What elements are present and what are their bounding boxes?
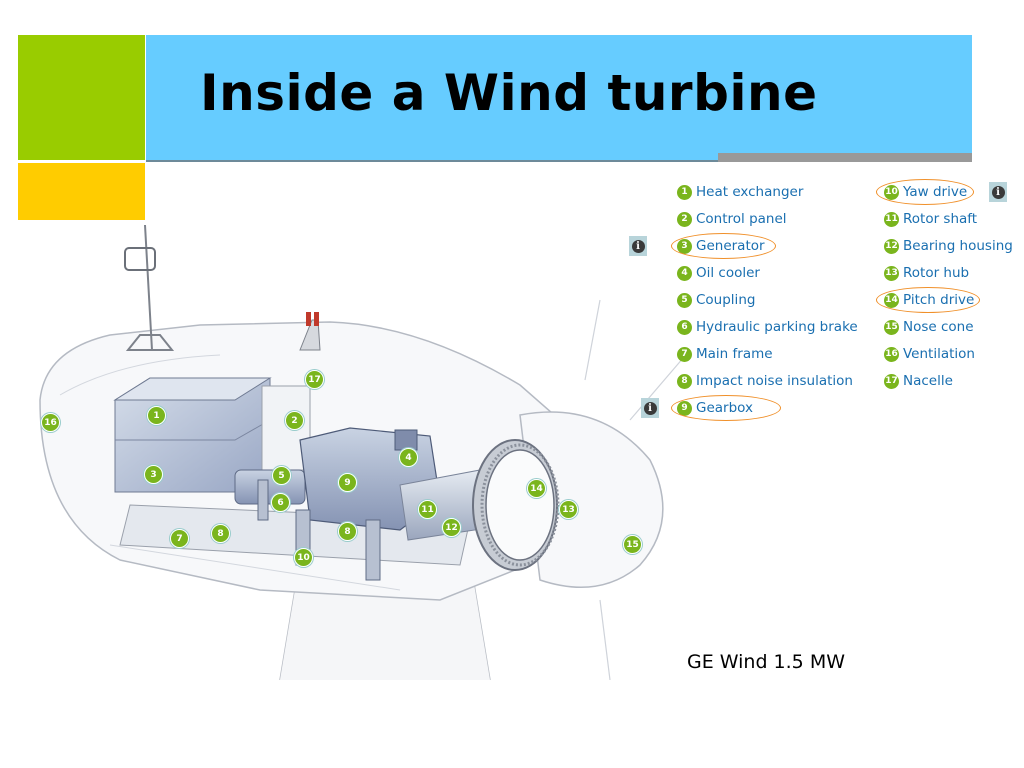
legend-label: Main frame [696, 346, 773, 362]
highlight-ring-yaw-drive [876, 179, 974, 205]
info-button-gearbox[interactable]: i [641, 398, 659, 418]
legend-label: Rotor hub [903, 265, 970, 281]
legend-label: Heat exchanger [696, 184, 804, 200]
legend-number: 12 [884, 238, 899, 254]
legend-label: Oil cooler [696, 265, 760, 281]
info-button-yaw-drive[interactable]: i [989, 182, 1007, 202]
legend-number: 2 [677, 211, 692, 227]
legend-label: Nacelle [903, 373, 953, 389]
legend-label: Control panel [696, 211, 787, 227]
callout-8b: 8 [338, 522, 357, 541]
legend-label: Ventilation [903, 346, 975, 362]
info-icon: i [643, 401, 657, 415]
green-accent-square [18, 35, 145, 160]
legend-label: Coupling [696, 292, 756, 308]
legend-number: 1 [677, 184, 692, 200]
callout-1: 1 [147, 406, 166, 425]
callout-13: 13 [559, 500, 578, 519]
callout-3: 3 [144, 465, 163, 484]
callout-17: 17 [305, 370, 324, 389]
callout-6: 6 [271, 493, 290, 512]
callout-15: 15 [623, 535, 642, 554]
legend-label: Bearing housing [903, 238, 1013, 254]
callout-14: 14 [527, 479, 546, 498]
legend-label: Impact noise insulation [696, 373, 853, 389]
yellow-accent-square [18, 163, 145, 220]
info-icon: i [631, 239, 645, 253]
legend-number: 15 [884, 319, 899, 335]
turbine-model-caption: GE Wind 1.5 MW [687, 651, 845, 673]
legend-number: 16 [884, 346, 899, 362]
legend-number: 7 [677, 346, 692, 362]
callout-8a: 8 [211, 524, 230, 543]
info-button-generator[interactable]: i [629, 236, 647, 256]
callout-5: 5 [272, 466, 291, 485]
highlight-ring-generator [671, 233, 776, 259]
highlight-ring-pitch-drive [876, 287, 980, 313]
callout-7: 7 [170, 529, 189, 548]
legend-number: 4 [677, 265, 692, 281]
legend-number: 13 [884, 265, 899, 281]
callout-2: 2 [285, 411, 304, 430]
highlight-ring-gearbox [671, 395, 781, 421]
legend-number: 11 [884, 211, 899, 227]
legend-number: 5 [677, 292, 692, 308]
legend-label: Nose cone [903, 319, 974, 335]
callout-16: 16 [41, 413, 60, 432]
slide-title: Inside a Wind turbine [200, 64, 818, 122]
callout-11: 11 [418, 500, 437, 519]
callout-10: 10 [294, 548, 313, 567]
legend-number: 8 [677, 373, 692, 389]
title-divider [146, 160, 972, 162]
legend-number: 17 [884, 373, 899, 389]
callout-12: 12 [442, 518, 461, 537]
turbine-nacelle-illustration [39, 224, 691, 680]
info-icon: i [991, 185, 1005, 199]
title-divider-accent [718, 153, 972, 162]
callout-9: 9 [338, 473, 357, 492]
legend-label: Rotor shaft [903, 211, 978, 227]
title-bar [146, 35, 972, 160]
legend-number: 6 [677, 319, 692, 335]
callout-4: 4 [399, 448, 418, 467]
legend-label: Hydraulic parking brake [696, 319, 858, 335]
